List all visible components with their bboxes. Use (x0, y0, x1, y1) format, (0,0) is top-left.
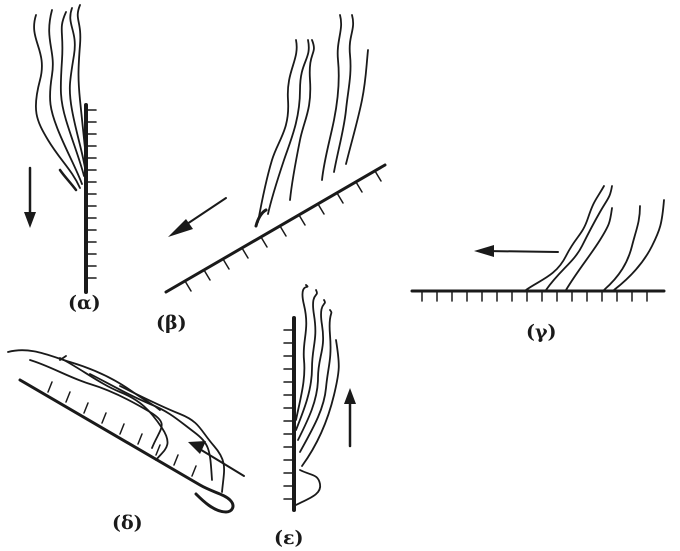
panel-label-beta: (β) (156, 312, 187, 334)
delta-direction-arrow (198, 448, 244, 476)
panel-beta-drawing (166, 15, 385, 292)
gamma-direction-arrow (486, 251, 558, 252)
panel-label-gamma: (γ) (526, 321, 557, 343)
panel-gamma-drawing (412, 186, 664, 301)
panel-label-delta: (δ) (112, 512, 143, 534)
delta-flame-lines (8, 350, 224, 492)
beta-ticks (185, 171, 381, 291)
epsilon-flame-lines (296, 285, 339, 505)
gamma-arrowhead (474, 245, 494, 257)
panel-alpha-drawing (24, 5, 96, 292)
alpha-arrowhead (24, 212, 36, 228)
panel-delta-drawing (8, 350, 244, 512)
gamma-flame-lines (526, 186, 664, 290)
epsilon-arrowhead (344, 388, 356, 404)
alpha-flame-base (60, 170, 76, 190)
panel-epsilon-drawing (284, 285, 356, 510)
alpha-flame-lines (34, 5, 86, 188)
beta-flame-base (256, 210, 266, 226)
beta-flame-lines (258, 15, 368, 222)
panel-label-alpha: (α) (68, 292, 101, 314)
panel-label-epsilon: (ε) (274, 527, 304, 549)
